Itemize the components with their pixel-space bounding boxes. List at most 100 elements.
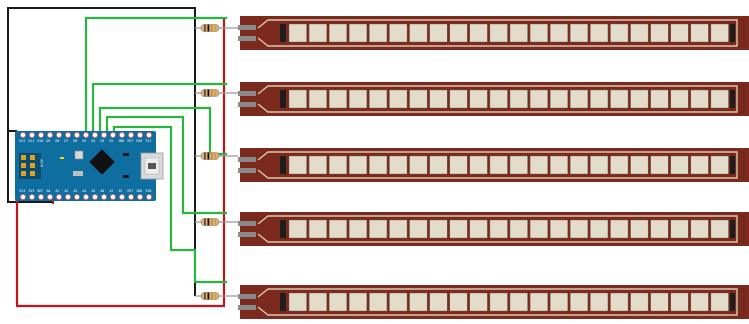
sensor-segment: [389, 89, 408, 109]
sensor-segment: [288, 219, 307, 239]
header-pin: [136, 193, 144, 201]
sensor-strip-start: [280, 293, 286, 311]
sensor-segment: [549, 219, 568, 239]
sensor-segment: [650, 23, 669, 43]
sensor-segment: [409, 219, 428, 239]
sensor-segment: [288, 155, 307, 175]
resistor-band: [207, 292, 210, 300]
sensor-segment: [469, 292, 488, 312]
header-pin: [127, 131, 135, 139]
sensor-strip-start: [280, 156, 286, 174]
sensor-segment: [690, 155, 709, 175]
sensor-segment: [650, 155, 669, 175]
sensor-segment: [630, 219, 649, 239]
flex-sensor: [238, 285, 749, 319]
usb-connector: [140, 152, 164, 180]
pin-label: 3V3: [29, 189, 35, 193]
sensor-segment: [590, 23, 609, 43]
sensor-segment: [670, 89, 689, 109]
flex-sensor: [238, 212, 749, 246]
resistor: [195, 152, 238, 160]
sensor-strip-end: [730, 220, 735, 238]
sensor-segment: [389, 23, 408, 43]
sensor-segment: [409, 155, 428, 175]
ground-wire-bottom: [7, 131, 53, 203]
resistor-band: [214, 24, 217, 32]
sensor-segment: [469, 219, 488, 239]
sensor-segment: [389, 219, 408, 239]
sensor-segment: [308, 292, 327, 312]
pin-label: REF: [38, 189, 44, 193]
sensor-pin: [238, 305, 256, 310]
sensor-trace: [257, 215, 738, 243]
sensor-segment: [529, 155, 548, 175]
header-pin: [46, 131, 54, 139]
header-pin: [100, 193, 108, 201]
resistor: [195, 89, 238, 97]
pin-label: RX0: [137, 139, 143, 143]
pin-label: A5: [92, 189, 96, 193]
pin-label: A1: [56, 189, 60, 193]
sensor-strip-start: [280, 220, 286, 238]
header-pin: [19, 131, 27, 139]
sensor-segment: [670, 23, 689, 43]
sensor-trace: [257, 19, 738, 47]
sensor-segment: [389, 155, 408, 175]
ground-wire-top: [7, 7, 196, 296]
header-pin: [91, 131, 99, 139]
sensor-segment: [429, 155, 448, 175]
sensor-segment: [409, 292, 428, 312]
sensor-segment: [349, 219, 368, 239]
sensor-segment: [369, 89, 388, 109]
resistor-band: [207, 89, 210, 97]
header-pin: [19, 193, 27, 201]
sensor-segment: [449, 292, 468, 312]
sensor-segment: [489, 23, 508, 43]
pin-label: RST: [128, 189, 134, 193]
sensor-segment: [489, 219, 508, 239]
sensor-segment: [710, 155, 729, 175]
flex-sensor: [238, 16, 749, 50]
header-pin: [37, 193, 45, 201]
sensor-segment: [409, 89, 428, 109]
sensor-segment: [549, 23, 568, 43]
sensor-segment: [509, 23, 528, 43]
header-pin: [46, 193, 54, 201]
sensor-segment: [369, 23, 388, 43]
header-pin: [100, 131, 108, 139]
header-pin: [82, 193, 90, 201]
resistor-band: [211, 89, 213, 97]
header-pin: [118, 131, 126, 139]
pin-label: GND: [137, 189, 143, 193]
header-pin: [73, 193, 81, 201]
header-pin: [82, 131, 90, 139]
sensor-pin: [238, 232, 256, 237]
resistor-band: [211, 24, 213, 32]
resistor-band: [207, 24, 210, 32]
sensor-segment: [710, 89, 729, 109]
sensor-segment: [630, 89, 649, 109]
sensor-segment: [429, 89, 448, 109]
pin-label: D8: [56, 139, 60, 143]
sensor-strip-end: [730, 90, 735, 108]
pin-label: D10: [38, 139, 44, 143]
flex-sensor: [238, 148, 749, 182]
resistor-band: [211, 292, 213, 300]
header-pin: [145, 193, 153, 201]
resistor-band: [204, 218, 206, 226]
sensor-segment: [328, 23, 347, 43]
resistor-band: [214, 292, 217, 300]
sensor-segment: [449, 219, 468, 239]
sensor-segment: [308, 23, 327, 43]
header-pin: [64, 131, 72, 139]
header-pin: [109, 131, 117, 139]
smd-part: [123, 153, 129, 156]
sensor-segment: [690, 292, 709, 312]
sensor-segment: [369, 292, 388, 312]
sensor-segment: [710, 23, 729, 43]
sensor-segment: [429, 219, 448, 239]
sensor-segment: [590, 155, 609, 175]
